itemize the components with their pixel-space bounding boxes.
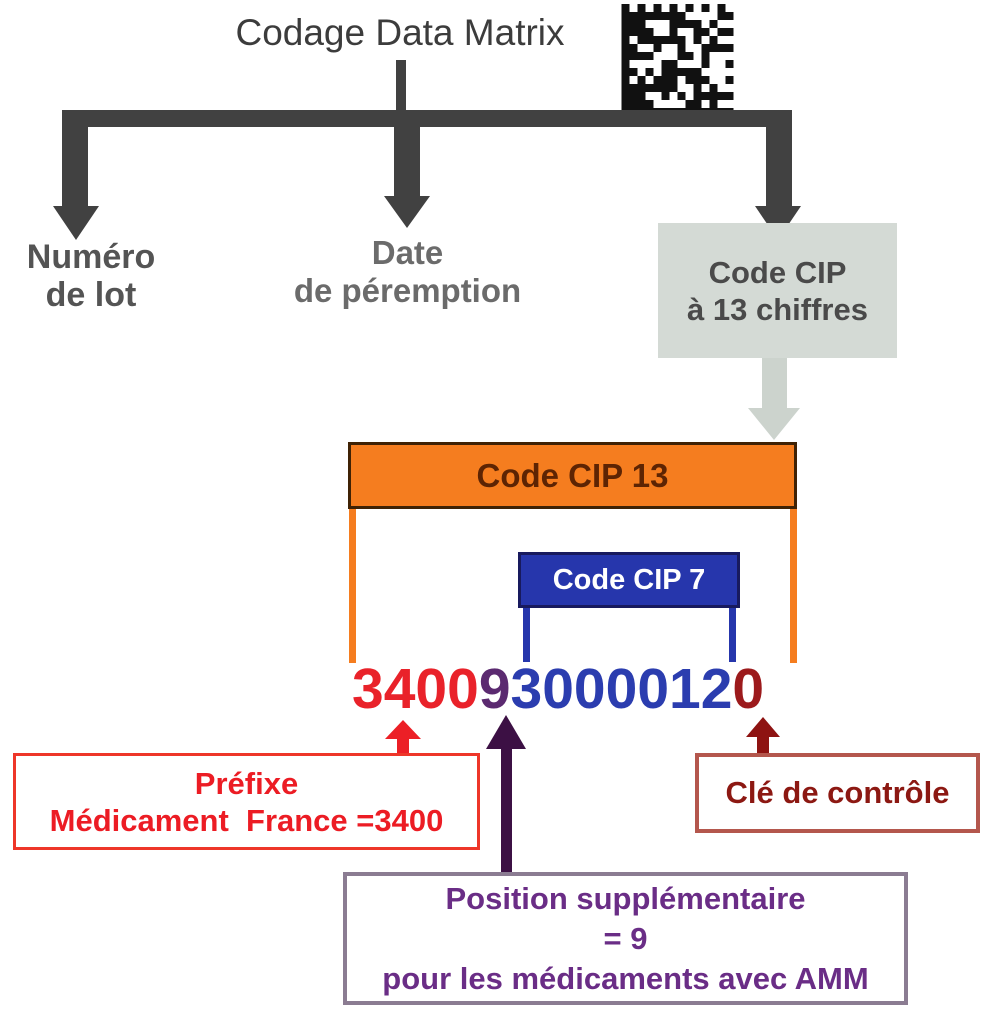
annotation-line: Médicament France =3400 [49,802,444,838]
supplementary-arrow [486,715,526,873]
page-title: Codage Data Matrix [235,12,565,53]
cip13-bracket [349,509,797,663]
annotation-line: Position supplémentaire [445,880,806,916]
label-line: de péremption [293,272,522,309]
label-line: Numéro [26,238,156,276]
cip7-bracket [523,606,736,662]
annotation-line: pour les médicaments avec AMM [382,960,869,996]
label-line: à 13 chiffres [687,291,868,327]
control-key-annotation-box: Clé de contrôle [695,753,980,833]
prefix-arrow [385,720,421,754]
annotation-line: Préfixe [194,765,299,801]
supplementary-annotation-box: Position supplémentaire = 9 pour les méd… [343,872,908,1005]
cip13-value: 3400930000120 [352,661,782,718]
cip-digit-segment: 3400 [352,657,479,721]
label-line: Code CIP [708,254,847,290]
branch-label-date-peremption: Date de péremption [255,234,560,310]
tree-arrows [53,60,801,240]
cip7-box: Code CIP 7 [518,552,740,608]
label-line: Date [371,234,444,271]
cip-digit-segment: 0 [732,657,765,721]
label-line: de lot [45,276,137,314]
cip13-bar: Code CIP 13 [348,442,797,509]
branch-label-numero-de-lot: Numéro de lot [0,238,182,314]
cip-digit-segment: 3000012 [510,657,733,721]
branch-box-code-cip-13-chiffres: Code CIP à 13 chiffres [658,223,897,358]
annotation-line: Clé de contrôle [725,775,950,810]
control-arrow [746,717,780,754]
prefix-annotation-box: Préfixe Médicament France =3400 [13,753,480,850]
annotation-line: = 9 [603,920,648,956]
cip-digit-segment: 9 [478,657,511,721]
gray-arrow [748,358,800,440]
